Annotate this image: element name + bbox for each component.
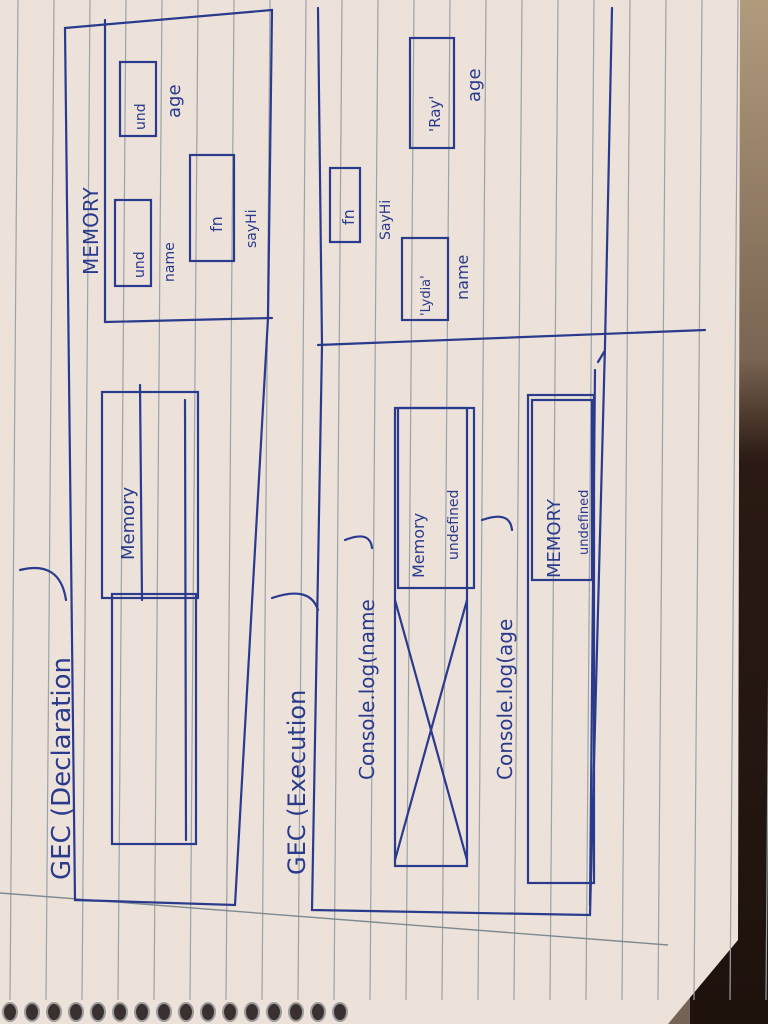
- ruled-line: [693, 0, 703, 1001]
- call-1-memory-label: Memory: [409, 513, 428, 578]
- ruled-line: [333, 0, 343, 1001]
- spiral-ring: [90, 1002, 106, 1022]
- call-2-value: undefined: [577, 490, 592, 555]
- ruled-line: [45, 0, 55, 1001]
- exec-item-value: 'Lydia': [419, 275, 434, 316]
- ruled-line: [153, 0, 163, 1001]
- call-2-bracket: [480, 515, 514, 532]
- memory-stack-divider: [138, 383, 144, 602]
- spiral-ring: [112, 1002, 128, 1022]
- memory-item-value: und: [133, 103, 149, 130]
- memory-item-value: und: [132, 251, 148, 278]
- memory-stack-top: [100, 390, 200, 600]
- ruled-line: [225, 0, 235, 1001]
- ruled-line: [369, 0, 379, 1001]
- spiral-binding: [2, 1002, 348, 1022]
- spiral-ring: [46, 1002, 62, 1022]
- exec-item-value: fn: [339, 209, 358, 225]
- ruled-line: [549, 0, 559, 1001]
- memory-divider: [103, 316, 274, 324]
- ruled-line: [405, 0, 415, 1001]
- spiral-ring: [200, 1002, 216, 1022]
- ruled-line: [621, 0, 631, 1001]
- memory-label: MEMORY: [79, 186, 103, 275]
- spiral-ring: [266, 1002, 282, 1022]
- ruled-line: [9, 0, 19, 1001]
- ruled-line: [729, 0, 739, 1001]
- ruled-line: [513, 0, 523, 1001]
- call-frame-2-memory: [530, 398, 594, 582]
- ruled-line: [477, 0, 487, 1001]
- exec-box-age: [408, 36, 456, 150]
- execution-memory-divider: [316, 328, 707, 347]
- ruled-line: [585, 0, 595, 1001]
- return-arrow-head: [596, 350, 606, 364]
- memory-stack-line: [183, 398, 188, 842]
- declaration-diagram: [18, 8, 274, 907]
- exec-box-fn: [328, 166, 362, 244]
- declaration-labels: GEC (Declaration MEMORY und name fn sayH…: [47, 84, 260, 880]
- memory-stack-bottom: [110, 592, 198, 846]
- memory-item-value: fn: [207, 216, 226, 232]
- memory-item-var: age: [164, 84, 185, 118]
- ruled-line: [81, 0, 91, 1001]
- ruled-line: [117, 0, 127, 1001]
- call-frame-2: [526, 393, 596, 885]
- memory-box-fn: [188, 153, 236, 263]
- spiral-ring: [222, 1002, 238, 1022]
- ruled-line: [261, 0, 271, 1001]
- execution-heading: GEC (Execution: [283, 690, 311, 875]
- execution-frame: [310, 6, 614, 917]
- execution-heading-bracket: [270, 592, 320, 612]
- ruled-line: [765, 674, 768, 1001]
- call-1-bracket: [343, 535, 374, 550]
- ruled-line: [297, 0, 307, 1001]
- return-arrow: [588, 368, 597, 907]
- execution-diagram: [270, 6, 707, 917]
- declaration-heading: GEC (Declaration: [47, 657, 77, 880]
- exec-box-name: [400, 236, 450, 322]
- spiral-ring: [178, 1002, 194, 1022]
- ruled-line: [189, 0, 199, 1001]
- memory-item-var: sayHi: [244, 209, 260, 248]
- heading-bracket: [18, 566, 68, 602]
- stack-memory-label: Memory: [118, 486, 139, 560]
- spiral-ring: [156, 1002, 172, 1022]
- ruled-line: [657, 0, 667, 1001]
- call-1-value: undefined: [446, 490, 462, 560]
- spiral-ring: [134, 1002, 150, 1022]
- call-2-label: Console.log(age: [493, 619, 517, 780]
- spiral-ring: [288, 1002, 304, 1022]
- ruled-line: [441, 0, 451, 1001]
- exec-item-var: SayHi: [378, 200, 394, 240]
- exec-item-var: name: [453, 255, 472, 300]
- memory-item-var: name: [162, 242, 178, 282]
- spiral-ring: [68, 1002, 84, 1022]
- call-2-memory-label: MEMORY: [544, 498, 565, 578]
- exec-item-value: 'Ray': [426, 96, 444, 132]
- cross-out-stroke: [393, 598, 469, 862]
- memory-box-und-name: [113, 198, 153, 288]
- call-frame-1-memory: [396, 406, 476, 590]
- spiral-ring: [310, 1002, 326, 1022]
- call-1-label: Console.log(name: [355, 599, 379, 780]
- ruled-lines: [9, 0, 768, 1001]
- execution-labels: GEC (Execution fn SayHi 'Lydia' name 'Ra…: [283, 68, 592, 875]
- spiral-ring: [332, 1002, 348, 1022]
- spiral-ring: [2, 1002, 18, 1022]
- spiral-ring: [244, 1002, 260, 1022]
- declaration-frame: [63, 8, 274, 907]
- exec-item-var: age: [464, 68, 485, 102]
- memory-box-und-age: [118, 60, 158, 138]
- spiral-ring: [24, 1002, 40, 1022]
